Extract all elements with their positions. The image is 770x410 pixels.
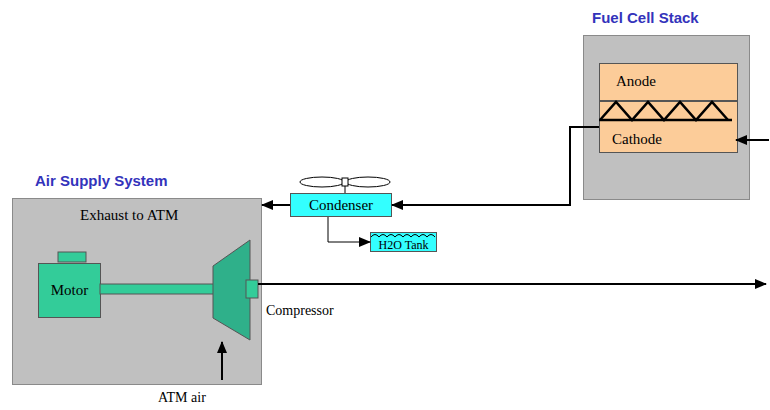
group-title: Air Supply System: [35, 172, 283, 190]
fan-symbol: [300, 177, 390, 193]
water-waves: [371, 235, 435, 238]
fuel-cell-stack: Fuel Cell StackAnodeCathode: [583, 35, 750, 200]
node-label: Motor: [51, 282, 89, 299]
group-title: Fuel Cell Stack: [592, 9, 757, 27]
drive-shaft: [100, 284, 246, 294]
cathode-layer: Cathode: [599, 101, 738, 153]
compressor-symbol: [213, 240, 250, 340]
air-supply-system: Air Supply SystemMotor: [12, 198, 262, 385]
node-label: Cathode: [612, 131, 737, 148]
membrane-zigzag: [599, 102, 732, 120]
motor-box: Motor: [38, 263, 101, 318]
intake-label: ATM air: [158, 390, 206, 406]
node-label: H2O Tank: [379, 238, 429, 252]
condenser-box: Condenser: [290, 193, 392, 217]
intake-arrow: [221, 342, 223, 380]
exhaust-label: Exhaust to ATM: [80, 207, 178, 224]
water-tank: H2O Tank: [370, 232, 437, 252]
anode-layer: Anode: [599, 63, 738, 101]
node-label: Condenser: [309, 197, 373, 214]
motor-housing-top: [58, 252, 86, 262]
component-label: Compressor: [266, 303, 334, 319]
air-supply-line: [258, 283, 766, 285]
flow-connector: [392, 127, 599, 205]
cathode-inlet-arrow: [736, 139, 769, 141]
flow-connector: [262, 204, 290, 206]
flow-connector: [328, 217, 370, 242]
node-label: Anode: [616, 73, 737, 90]
compressor-hub: [246, 280, 258, 298]
